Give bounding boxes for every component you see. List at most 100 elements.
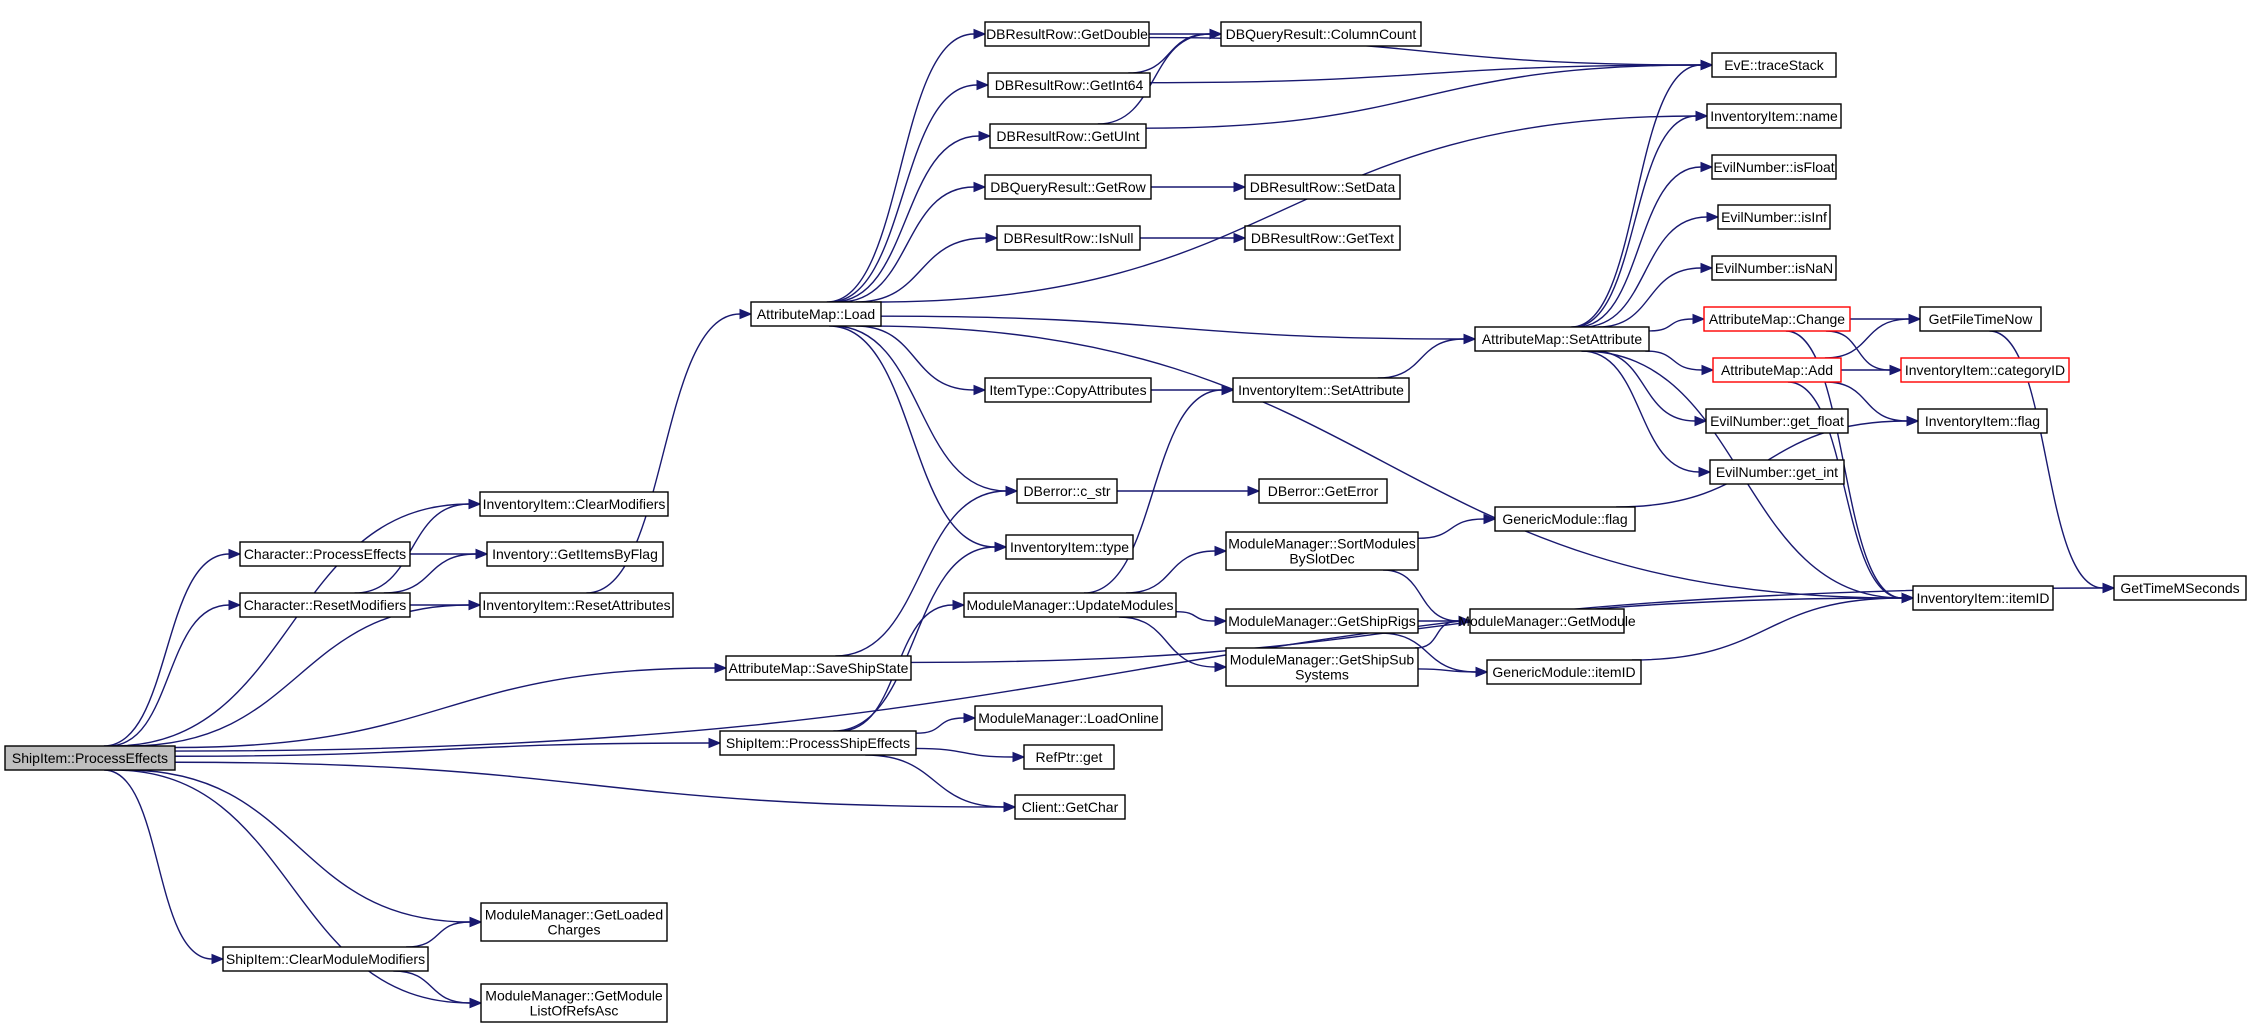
edge-line xyxy=(1989,330,2104,589)
graph-node[interactable]: EvilNumber::get_float xyxy=(1705,408,1849,434)
edge-line xyxy=(832,135,980,303)
edge-line xyxy=(1378,632,1477,673)
node-box xyxy=(963,592,1177,618)
edge-arrowhead xyxy=(228,599,242,611)
node-box xyxy=(750,301,882,327)
graph-node[interactable]: DBerror::GetError xyxy=(1258,478,1388,504)
node-label: RefPtr::get xyxy=(1036,749,1103,765)
edge-arrowhead xyxy=(1906,415,1920,427)
node-label: ModuleManager::GetShipRigs xyxy=(1228,613,1416,629)
call-edge xyxy=(1989,330,2116,594)
graph-node[interactable]: Character::ResetModifiers xyxy=(239,592,411,618)
graph-node[interactable]: InventoryItem::categoryID xyxy=(1900,357,2070,383)
node-box xyxy=(1917,408,2048,434)
graph-node[interactable]: ModuleManager::GetShipRigs xyxy=(1225,608,1419,634)
edge-arrowhead xyxy=(1247,485,1261,497)
graph-node[interactable]: Character::ProcessEffects xyxy=(239,541,411,567)
graph-node[interactable]: ShipItem::ProcessShipEffects xyxy=(719,730,917,756)
graph-node[interactable]: DBResultRow::GetDouble xyxy=(984,21,1150,47)
graph-node[interactable]: InventoryItem::name xyxy=(1706,103,1842,129)
node-box xyxy=(1494,506,1636,532)
graph-node[interactable]: InventoryItem::flag xyxy=(1917,408,2048,434)
graph-node[interactable]: EvE::traceStack xyxy=(1711,52,1837,78)
graph-node[interactable]: RefPtr::get xyxy=(1023,744,1115,770)
edge-arrowhead xyxy=(1700,262,1714,274)
edge-arrowhead xyxy=(468,498,482,510)
node-box xyxy=(480,983,668,1023)
node-box xyxy=(1712,357,1842,383)
graph-node[interactable]: ShipItem::ClearModuleModifiers xyxy=(222,946,429,972)
graph-node[interactable]: DBResultRow::GetText xyxy=(1244,225,1401,251)
graph-node[interactable]: ModuleManager::LoadOnline xyxy=(974,705,1163,731)
graph-node[interactable]: EvilNumber::isFloat xyxy=(1711,154,1837,180)
graph-node[interactable]: DBResultRow::GetInt64 xyxy=(987,72,1151,98)
node-label: DBResultRow::SetData xyxy=(1250,179,1396,195)
graph-node[interactable]: AttributeMap::Change xyxy=(1703,306,1851,332)
call-edge xyxy=(1084,384,1235,594)
graph-node[interactable]: ModuleManager::UpdateModules xyxy=(963,592,1177,618)
graph-node[interactable]: InventoryItem::itemID xyxy=(1912,585,2054,611)
node-label: Character::ResetModifiers xyxy=(244,597,407,613)
graph-node[interactable]: DBResultRow::GetUInt xyxy=(989,123,1147,149)
call-edge xyxy=(1648,313,1706,332)
edge-arrowhead xyxy=(714,662,728,674)
graph-node[interactable]: InventoryItem::type xyxy=(1005,534,1134,560)
call-edge xyxy=(112,498,482,747)
edge-arrowhead xyxy=(1003,801,1017,813)
call-edge xyxy=(1116,485,1261,497)
graph-node[interactable]: DBQueryResult::GetRow xyxy=(984,174,1152,200)
graph-node[interactable]: ModuleManager::GetModule xyxy=(1458,608,1636,634)
graph-node[interactable]: InventoryItem::ResetAttributes xyxy=(479,592,674,618)
edge-line xyxy=(1824,318,1910,359)
edge-arrowhead xyxy=(1901,592,1915,604)
node-label: GenericModule::itemID xyxy=(1492,664,1635,680)
graph-node[interactable]: InventoryItem::SetAttribute xyxy=(1232,377,1410,403)
graph-node[interactable]: Inventory::GetItemsByFlag xyxy=(486,541,664,567)
node-label: EvilNumber::isInf xyxy=(1721,209,1827,225)
edge-line xyxy=(829,325,996,548)
graph-node[interactable]: EvilNumber::isNaN xyxy=(1711,255,1837,281)
node-label: DBResultRow::GetUInt xyxy=(996,128,1139,144)
graph-node[interactable]: GetFileTimeNow xyxy=(1919,306,2042,332)
graph-node[interactable]: DBQueryResult::ColumnCount xyxy=(1220,21,1422,47)
node-label: ModuleManager::GetLoaded xyxy=(485,907,663,923)
edge-arrowhead xyxy=(1475,666,1489,678)
graph-node[interactable]: AttributeMap::SetAttribute xyxy=(1474,326,1650,352)
graph-node[interactable]: ItemType::CopyAttributes xyxy=(984,377,1152,403)
graph-node[interactable]: DBResultRow::IsNull xyxy=(996,225,1141,251)
node-box xyxy=(1900,357,2070,383)
graph-node[interactable]: DBerror::c_str xyxy=(1016,478,1118,504)
edge-arrowhead xyxy=(1221,384,1235,396)
graph-node[interactable]: AttributeMap::Add xyxy=(1712,357,1842,383)
node-label: Charges xyxy=(548,922,601,938)
graph-node[interactable]: DBResultRow::SetData xyxy=(1244,174,1401,200)
edge-line xyxy=(1118,616,1216,668)
edge-line xyxy=(108,604,230,747)
node-box xyxy=(479,491,669,517)
graph-node[interactable]: ShipItem::ProcessEffects xyxy=(4,745,176,771)
node-box xyxy=(1474,326,1650,352)
node-label: GenericModule::flag xyxy=(1502,511,1627,527)
graph-node[interactable]: EvilNumber::isInf xyxy=(1717,204,1831,230)
graph-node[interactable]: GenericModule::flag xyxy=(1494,506,1636,532)
edge-arrowhead xyxy=(475,548,489,560)
node-box xyxy=(1705,408,1849,434)
graph-node[interactable]: GenericModule::itemID xyxy=(1486,659,1642,685)
call-edge xyxy=(1571,59,1714,328)
graph-node[interactable]: EvilNumber::get_int xyxy=(1709,459,1845,485)
graph-node[interactable]: AttributeMap::SaveShipState xyxy=(725,655,912,681)
graph-node[interactable]: Client::GetChar xyxy=(1014,794,1126,820)
call-edge xyxy=(174,761,1017,813)
graph-node[interactable]: AttributeMap::Load xyxy=(750,301,882,327)
call-edge xyxy=(1377,333,1477,379)
edge-arrowhead xyxy=(973,384,987,396)
graph-node[interactable]: InventoryItem::ClearModifiers xyxy=(479,491,669,517)
edge-arrowhead xyxy=(963,712,977,724)
edge-arrowhead xyxy=(1694,415,1708,427)
graph-node[interactable]: GetTimeMSeconds xyxy=(2113,575,2247,601)
edge-arrowhead xyxy=(1700,59,1714,71)
